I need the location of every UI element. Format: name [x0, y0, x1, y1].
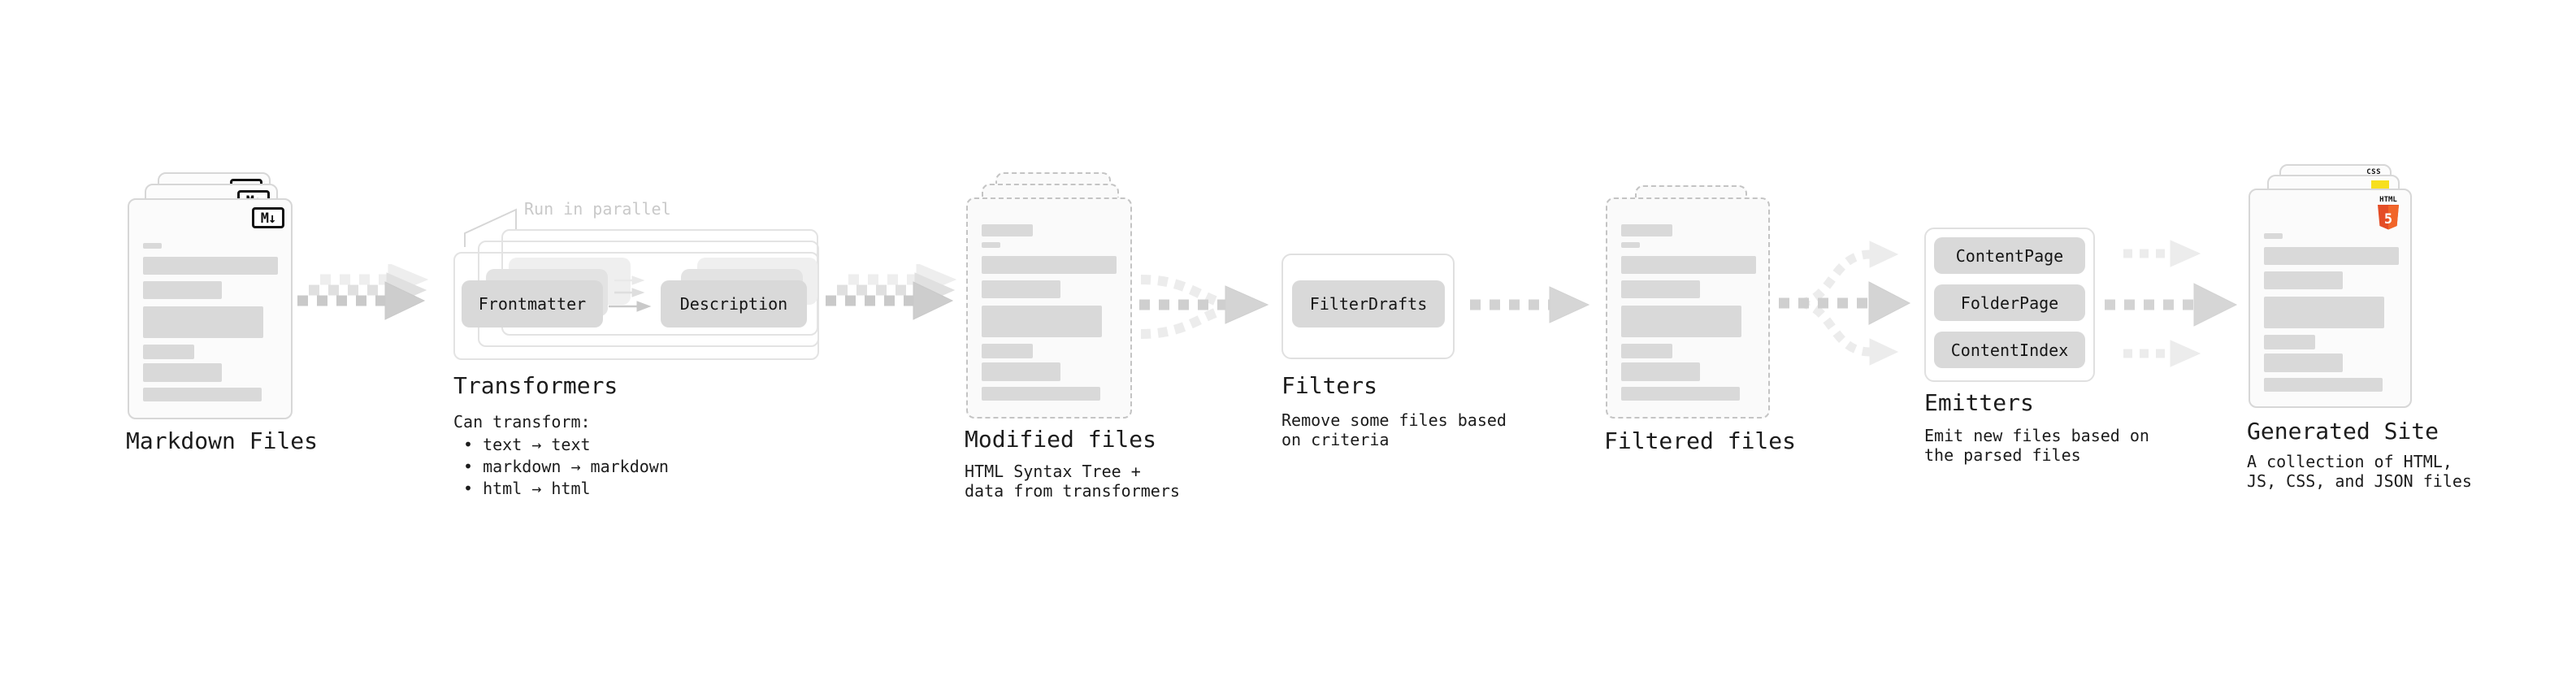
contentindex-chip: ContentIndex: [1934, 332, 2085, 368]
skeleton-line: [982, 280, 1060, 298]
skeleton-line: [2264, 354, 2343, 372]
folderpage-chip: FolderPage: [1934, 284, 2085, 321]
skeleton-line: [1621, 306, 1741, 337]
flow-arrow-filters-to-filtered: [1470, 286, 1590, 323]
transformers-subtitle: Can transform:: [453, 412, 591, 432]
transformers-bullet-list: • text → text • markdown → markdown • ht…: [463, 435, 669, 498]
filters-description: Remove some files based on criteria: [1281, 410, 1507, 449]
skeleton-line: [1621, 224, 1672, 236]
frontmatter-chip: Frontmatter: [462, 280, 603, 327]
skeleton-line: [2264, 271, 2343, 289]
skeleton-line: [1621, 280, 1700, 298]
skeleton-line: [1621, 387, 1740, 401]
generated-site-description: A collection of HTML, JS, CSS, and JSON …: [2247, 452, 2472, 491]
modified-file-card-front: [966, 197, 1132, 419]
skeleton-line: [982, 306, 1102, 337]
skeleton-line: [2264, 335, 2315, 349]
description-chip: Description: [661, 280, 807, 327]
transformer-box-front: [453, 252, 819, 360]
skeleton-line: [143, 363, 222, 382]
skeleton-line: [1621, 242, 1640, 248]
generated-file-card-front: HTML 5: [2249, 189, 2412, 408]
emitters-title: Emitters: [1924, 389, 2034, 416]
skeleton-line: [2264, 247, 2399, 265]
flow-arrow-modified-to-filters: [1139, 275, 1269, 339]
markdown-files-title: Markdown Files: [126, 427, 319, 454]
svg-text:HTML: HTML: [2379, 196, 2397, 204]
skeleton-line: [143, 281, 222, 299]
filtered-file-card-front: [1606, 197, 1770, 419]
markdown-file-card-front: M↓: [128, 198, 293, 419]
flow-arrow-filtered-to-emitters: [1779, 241, 1911, 366]
skeleton-line: [1621, 362, 1700, 381]
contentpage-chip: ContentPage: [1934, 237, 2085, 274]
skeleton-line: [982, 242, 1000, 248]
skeleton-line: [982, 362, 1060, 381]
flow-arrow-markdown-to-transformers: [297, 264, 429, 320]
skeleton-line: [1621, 344, 1672, 358]
skeleton-line: [143, 306, 263, 338]
skeleton-line: [143, 345, 194, 359]
skeleton-line: [982, 387, 1100, 401]
skeleton-line: [2264, 297, 2384, 328]
emitters-description: Emit new files based on the parsed files: [1924, 426, 2149, 465]
filtered-files-title: Filtered files: [1604, 427, 1797, 454]
transform-step-arrows: [609, 275, 652, 312]
skeleton-line: [982, 256, 1117, 274]
modified-files-description: HTML Syntax Tree + data from transformer…: [965, 462, 1180, 501]
transformers-title: Transformers: [453, 372, 618, 399]
filterdrafts-chip: FilterDrafts: [1292, 280, 1445, 327]
skeleton-line: [982, 344, 1033, 358]
markdown-icon: M↓: [252, 207, 284, 228]
skeleton-line: [143, 243, 162, 249]
skeleton-line: [982, 224, 1033, 236]
skeleton-line: [2264, 233, 2283, 239]
flow-arrow-transformers-to-modified: [826, 264, 957, 320]
callout-line: [464, 208, 517, 247]
flow-arrows-emitters-to-generated: [2105, 240, 2238, 367]
run-in-parallel-note: Run in parallel: [524, 199, 671, 219]
js-icon: [2371, 180, 2389, 189]
skeleton-line: [1621, 256, 1756, 274]
skeleton-line: [143, 388, 262, 401]
skeleton-line: [143, 257, 278, 275]
filters-title: Filters: [1281, 372, 1378, 399]
generated-site-title: Generated Site: [2247, 418, 2439, 445]
skeleton-line: [2264, 378, 2383, 392]
svg-text:5: 5: [2384, 211, 2392, 228]
html5-icon: HTML 5: [2378, 196, 2399, 230]
modified-files-title: Modified files: [965, 426, 1157, 453]
